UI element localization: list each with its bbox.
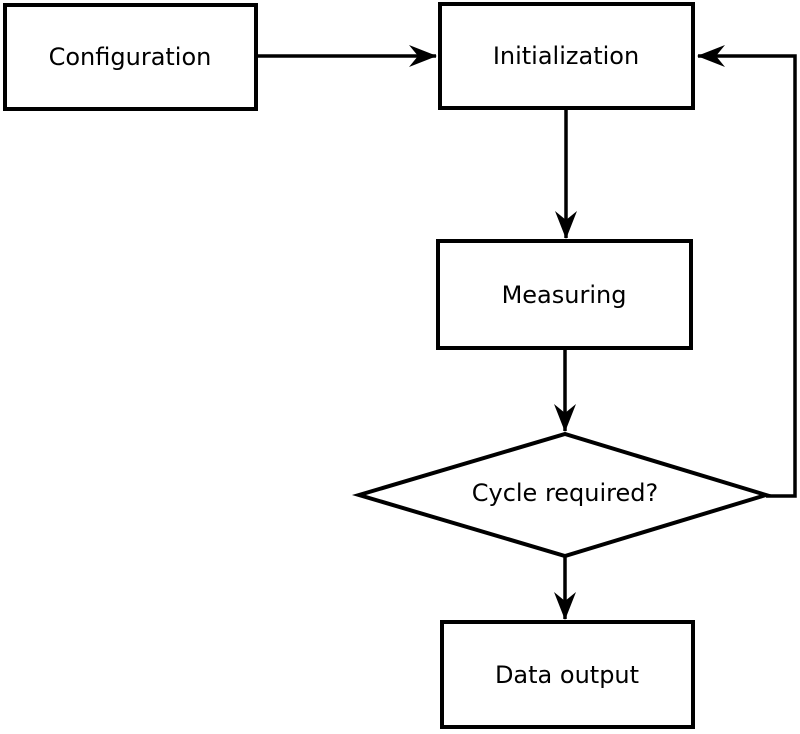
node-cycle-required: Cycle required?: [351, 431, 773, 559]
initialization-label: Initialization: [493, 42, 639, 70]
node-data-output: Data output: [440, 620, 695, 729]
cycle-required-label: Cycle required?: [472, 479, 659, 507]
node-initialization: Initialization: [438, 2, 695, 110]
node-configuration: Configuration: [3, 3, 258, 111]
initialization-box: [438, 2, 695, 110]
measuring-box: [436, 239, 693, 350]
cycle-required-diamond: [351, 431, 773, 559]
measuring-label: Measuring: [502, 281, 627, 309]
edge-cycle-required-to-initialization-feedback: [697, 45, 797, 498]
configuration-box: [3, 3, 258, 111]
data-output-label: Data output: [495, 661, 639, 689]
configuration-label: Configuration: [49, 43, 212, 71]
node-measuring: Measuring: [436, 239, 693, 350]
data-output-box: [440, 620, 695, 729]
